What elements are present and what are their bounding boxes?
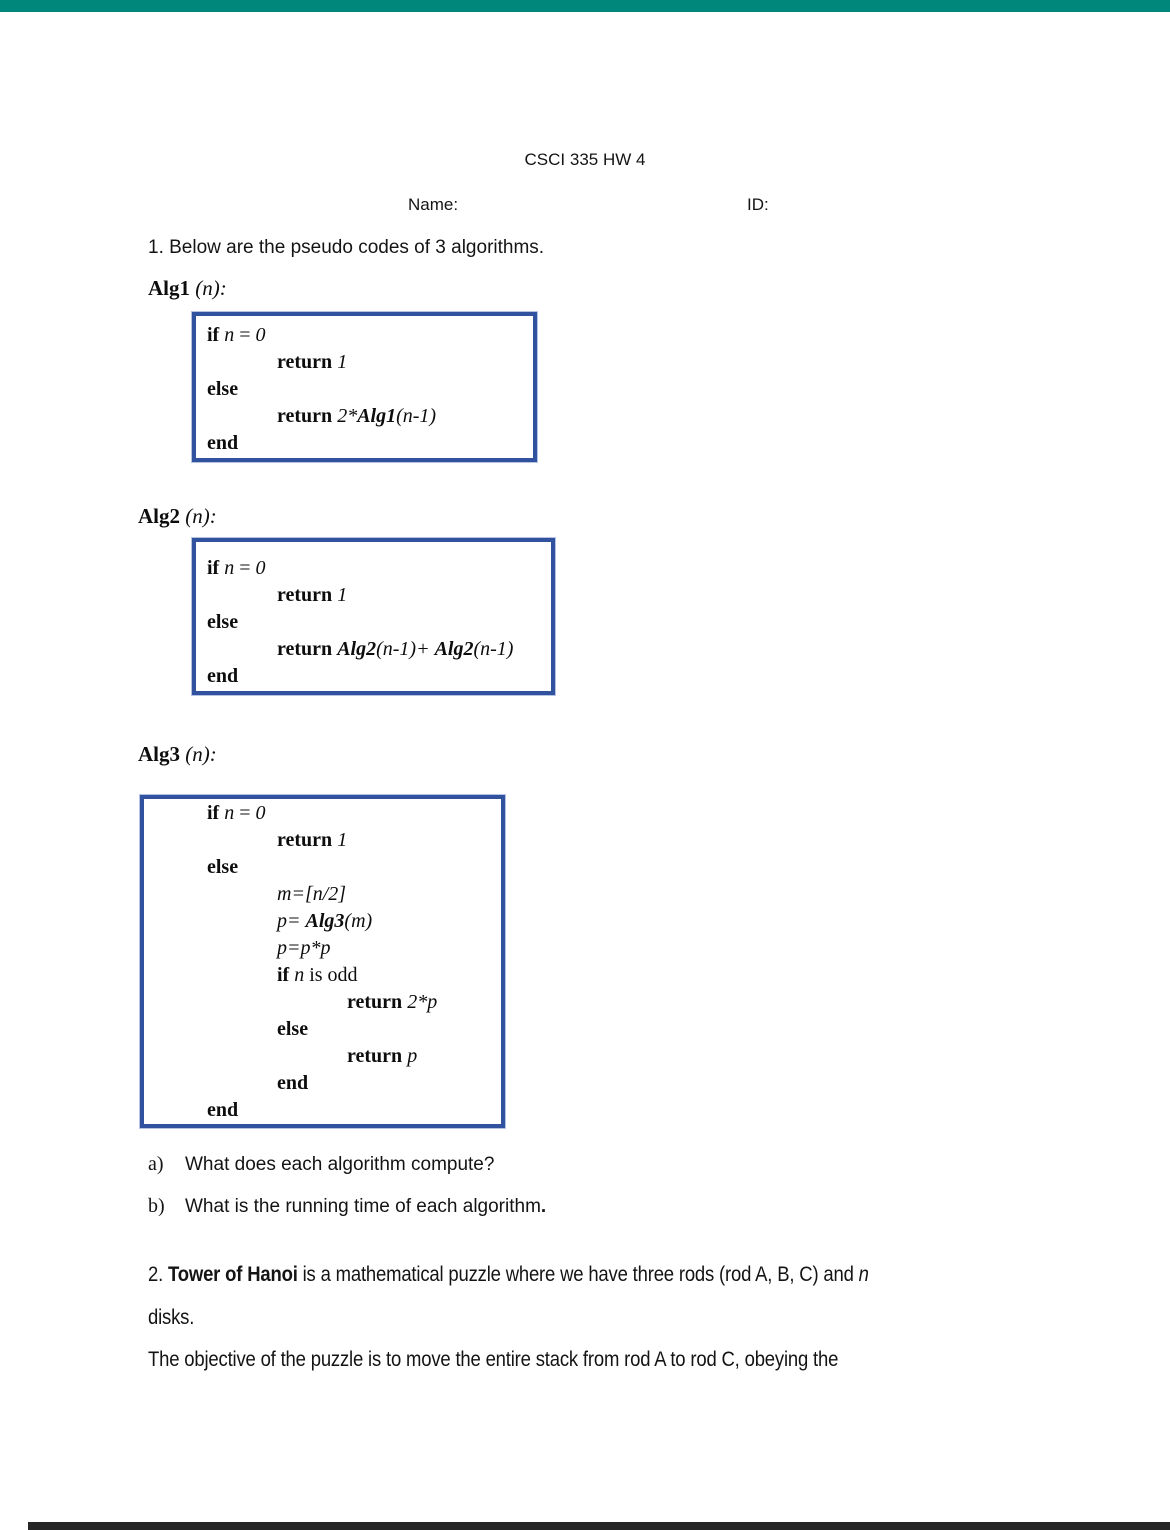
subquestion-b: b) What is the running time of each algor… [148, 1195, 546, 1218]
subquestion-a-text: What does each algorithm compute? [185, 1154, 495, 1175]
name-label: Name: [408, 195, 459, 214]
question-1-intro: 1. Below are the pseudo codes of 3 algor… [148, 237, 545, 258]
document-title: CSCI 335 HW 4 [524, 150, 646, 169]
bottom-edge-bar [28, 1522, 1170, 1530]
subquestion-a: a) What does each algorithm compute? [148, 1153, 494, 1176]
question-2-line-1: 2. Tower of Hanoi is a mathematical puzz… [148, 1263, 869, 1286]
question-2-line-2: disks. [148, 1306, 195, 1329]
id-label: ID: [747, 195, 769, 214]
alg2-heading: Alg2 (n): [138, 504, 217, 528]
alg3-heading: Alg3 (n): [138, 742, 217, 766]
question-2-line-3: The objective of the puzzle is to move t… [148, 1348, 839, 1371]
subquestion-b-marker: b) [148, 1195, 165, 1217]
subquestion-a-marker: a) [148, 1153, 164, 1175]
alg1-heading: Alg1 (n): [148, 276, 227, 300]
subquestion-b-text: What is the running time of each algorit… [185, 1196, 547, 1217]
top-accent-bar [0, 0, 1170, 12]
